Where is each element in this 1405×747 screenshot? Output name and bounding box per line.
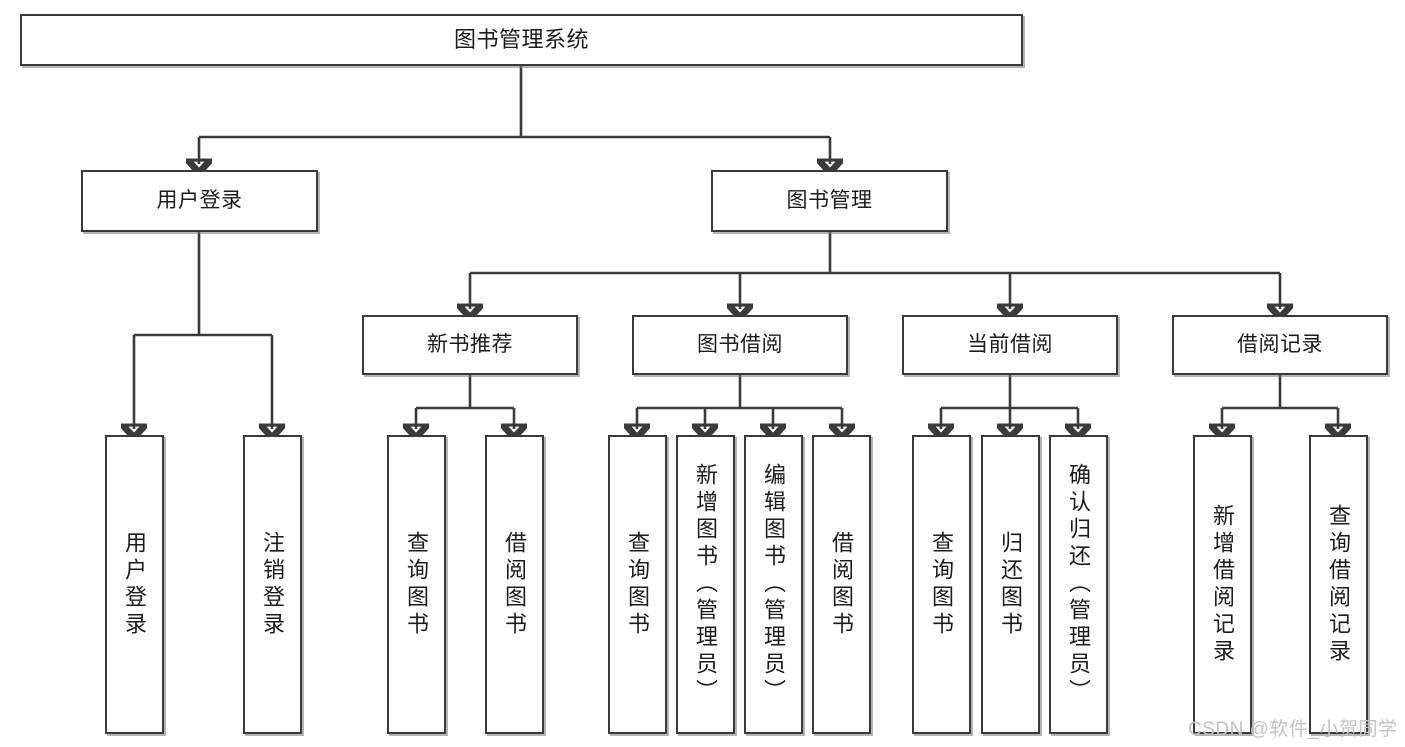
node-new-book-rec-label: 新书推荐 bbox=[427, 332, 513, 356]
leaf-borrow-book-2-label: 借阅图书 bbox=[829, 530, 855, 639]
leaf-borrow-book-1-label: 借阅图书 bbox=[502, 530, 528, 639]
leaf-query-book-1-label: 查询图书 bbox=[404, 530, 430, 639]
leaf-query-record-label: 查询借阅记录 bbox=[1326, 503, 1352, 666]
node-book-borrow-label: 图书借阅 bbox=[697, 332, 783, 356]
leaf-user-login[interactable]: 用户登录 bbox=[105, 435, 164, 734]
leaf-edit-book[interactable]: 编辑图书（管理员） bbox=[744, 435, 803, 734]
leaf-logout[interactable]: 注销登录 bbox=[243, 435, 302, 734]
leaf-add-record[interactable]: 新增借阅记录 bbox=[1193, 435, 1252, 734]
leaf-return-book[interactable]: 归还图书 bbox=[981, 435, 1040, 734]
node-current-borrow-label: 当前借阅 bbox=[967, 332, 1053, 356]
leaf-edit-book-label: 编辑图书（管理员） bbox=[761, 463, 787, 706]
leaf-borrow-book-1[interactable]: 借阅图书 bbox=[485, 435, 544, 734]
leaf-query-book-2-label: 查询图书 bbox=[625, 530, 651, 639]
node-book-manage-label: 图书管理 bbox=[786, 188, 873, 212]
node-book-borrow[interactable]: 图书借阅 bbox=[632, 315, 848, 375]
leaf-query-book-2[interactable]: 查询图书 bbox=[608, 435, 667, 734]
leaf-add-book[interactable]: 新增图书（管理员） bbox=[676, 435, 735, 734]
leaf-query-record[interactable]: 查询借阅记录 bbox=[1309, 435, 1368, 734]
leaf-query-book-1[interactable]: 查询图书 bbox=[387, 435, 446, 734]
csdn-watermark: CSDN @软件_小贺同学 bbox=[1188, 719, 1398, 740]
leaf-confirm-return[interactable]: 确认归还（管理员） bbox=[1049, 435, 1108, 734]
leaf-logout-label: 注销登录 bbox=[260, 530, 286, 639]
node-borrow-record[interactable]: 借阅记录 bbox=[1172, 315, 1388, 375]
node-new-book-rec[interactable]: 新书推荐 bbox=[362, 315, 578, 375]
node-current-borrow[interactable]: 当前借阅 bbox=[902, 315, 1118, 375]
leaf-add-record-label: 新增借阅记录 bbox=[1210, 503, 1236, 666]
leaf-confirm-return-label: 确认归还（管理员） bbox=[1066, 463, 1092, 706]
node-borrow-record-label: 借阅记录 bbox=[1237, 332, 1323, 356]
leaf-query-book-3[interactable]: 查询图书 bbox=[912, 435, 971, 734]
leaf-query-book-3-label: 查询图书 bbox=[929, 530, 955, 639]
leaf-return-book-label: 归还图书 bbox=[998, 530, 1024, 639]
node-root-label: 图书管理系统 bbox=[453, 27, 589, 53]
node-root[interactable]: 图书管理系统 bbox=[20, 14, 1023, 66]
node-book-manage[interactable]: 图书管理 bbox=[711, 170, 948, 232]
leaf-user-login-label: 用户登录 bbox=[122, 530, 148, 639]
node-user-login[interactable]: 用户登录 bbox=[81, 170, 318, 232]
leaf-borrow-book-2[interactable]: 借阅图书 bbox=[812, 435, 871, 734]
node-user-login-label: 用户登录 bbox=[156, 188, 243, 212]
leaf-add-book-label: 新增图书（管理员） bbox=[693, 463, 719, 706]
